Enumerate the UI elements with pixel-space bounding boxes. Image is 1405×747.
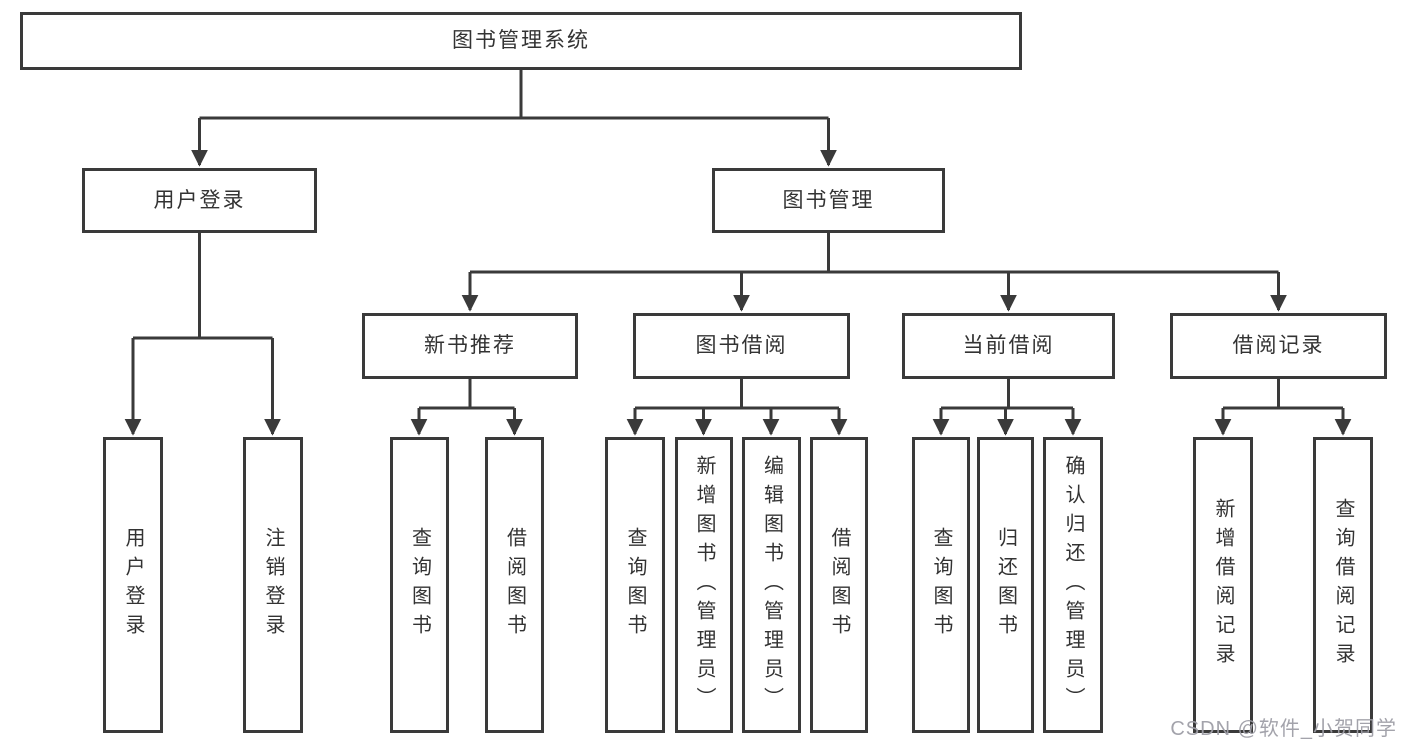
node-book-borrow: 图书借阅 xyxy=(633,313,850,379)
leaf-query-books-borrow: 查询图书 xyxy=(605,437,665,733)
node-label: 新书推荐 xyxy=(424,334,516,358)
node-label: 借阅记录 xyxy=(1232,334,1325,358)
node-label: 新增借阅记录 xyxy=(1212,498,1234,672)
node-label: 用户登录 xyxy=(153,188,246,212)
csdn-watermark: CSDN @软件_小贺同学 xyxy=(1170,718,1397,740)
leaf-query-books-recommend: 查询图书 xyxy=(390,437,449,733)
node-label: 图书管理 xyxy=(782,188,875,212)
node-label: 借阅图书 xyxy=(828,527,850,643)
node-label: 归还图书 xyxy=(994,527,1017,643)
node-label: 当前借阅 xyxy=(962,334,1055,358)
node-label: 查询图书 xyxy=(408,527,431,643)
node-label: 新增图书（管理员） xyxy=(693,454,715,716)
node-label: 查询借阅记录 xyxy=(1332,498,1354,672)
node-label: 用户登录 xyxy=(122,527,144,643)
leaf-query-borrow-record: 查询借阅记录 xyxy=(1313,437,1373,733)
node-label: 编辑图书（管理员） xyxy=(760,454,783,716)
node-label: 图书管理系统 xyxy=(452,29,590,53)
leaf-edit-book-admin: 编辑图书（管理员） xyxy=(742,437,801,733)
leaf-user-login: 用户登录 xyxy=(103,437,163,733)
node-book-management: 图书管理 xyxy=(712,168,945,233)
leaf-confirm-return-admin: 确认归还（管理员） xyxy=(1043,437,1103,733)
node-label: 借阅图书 xyxy=(503,527,526,643)
node-label: 确认归还（管理员） xyxy=(1062,454,1084,716)
node-borrow-records: 借阅记录 xyxy=(1170,313,1387,379)
leaf-borrow-books: 借阅图书 xyxy=(810,437,868,733)
leaf-query-books-current: 查询图书 xyxy=(912,437,970,733)
leaf-borrow-books-recommend: 借阅图书 xyxy=(485,437,544,733)
node-user-login: 用户登录 xyxy=(82,168,317,233)
leaf-add-book-admin: 新增图书（管理员） xyxy=(675,437,733,733)
leaf-logout: 注销登录 xyxy=(243,437,303,733)
node-label: 查询图书 xyxy=(624,527,646,643)
leaf-add-borrow-record: 新增借阅记录 xyxy=(1193,437,1253,733)
leaf-return-book: 归还图书 xyxy=(977,437,1034,733)
node-label: 查询图书 xyxy=(930,527,952,643)
node-new-book-recommend: 新书推荐 xyxy=(362,313,578,379)
node-current-borrow: 当前借阅 xyxy=(902,313,1115,379)
node-library-management-system: 图书管理系统 xyxy=(20,12,1022,70)
node-label: 图书借阅 xyxy=(695,334,788,358)
node-label: 注销登录 xyxy=(262,527,284,643)
